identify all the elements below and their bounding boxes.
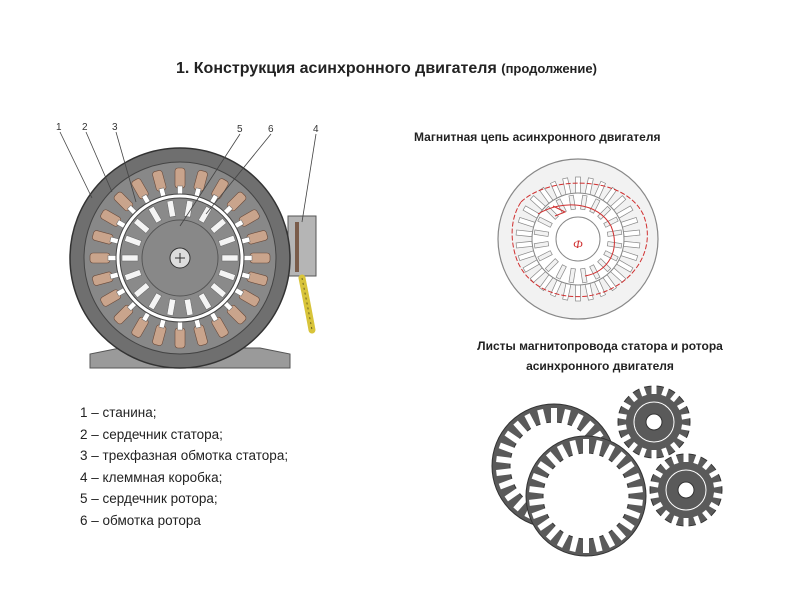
stator-slot [193, 170, 208, 199]
rotor-slot [184, 298, 194, 316]
callout-lines [59, 131, 317, 227]
magnetic-rotor-inner [555, 216, 601, 262]
callout-1: 1 [56, 122, 62, 133]
stator-slot [174, 167, 186, 196]
callout-5: 5 [237, 124, 243, 135]
laminations-heading: Листы магнитопровода статора и ротора ас… [420, 336, 780, 376]
rotor-slot [198, 205, 212, 224]
stator-slot [242, 252, 271, 264]
stator-slot [239, 230, 268, 245]
magnetic-rotor-slot [580, 267, 588, 284]
stator-slot [232, 286, 260, 307]
motor-cross-section: 1 2 3 5 6 4 [56, 122, 319, 369]
title-main: 1. Конструкция асинхронного двигателя [176, 60, 497, 77]
rotor-slot [198, 292, 212, 311]
magnetic-rotor-slot [597, 258, 612, 273]
magnetic-rotor-slot [568, 194, 576, 211]
rotor-slot [166, 298, 176, 316]
magnetic-circuit-heading: Магнитная цепь асинхронного двигателя [414, 130, 661, 144]
rotor-slot [124, 269, 142, 281]
legend: 1 – станина; 2 – сердечник статора; 3 – … [80, 402, 288, 531]
flux-line-outer [511, 182, 648, 298]
magnetic-rotor-slot [568, 267, 576, 284]
rotor-slot [221, 254, 239, 262]
magnetic-stator-slot [575, 284, 581, 302]
magnetic-rotor-slot [589, 264, 601, 280]
stator-slot [193, 317, 208, 346]
rotor-slot [133, 218, 151, 234]
legend-item-rotor-winding: 6 – обмотка ротора [80, 512, 201, 528]
stator-winding [89, 167, 271, 349]
stator-slot [92, 230, 121, 245]
rotor-slot [209, 282, 227, 298]
legend-item-stator-winding: 3 – трехфазная обмотка статора; [80, 448, 289, 463]
callout-3: 3 [112, 122, 118, 133]
stator-slot [92, 271, 121, 286]
stator-lamination-front [525, 435, 647, 557]
terminal-box [287, 215, 317, 277]
terminal-box-contacts [295, 222, 299, 272]
stator-slot [239, 271, 268, 286]
laminations-heading-line2: асинхронного двигателя [526, 359, 674, 373]
magnetic-rotor-slot [533, 229, 550, 237]
rotor-slot [133, 282, 151, 298]
legend-item-terminal-box: 4 – клеммная коробка; [80, 469, 223, 485]
legend-item-frame: 1 – станина; [80, 405, 157, 420]
legend-item-stator-core: 2 – сердечник статора; [80, 426, 223, 442]
magnetic-rotor-slot [537, 216, 553, 228]
terminal-cable [298, 274, 316, 334]
flux-symbol: Ф [573, 237, 583, 251]
magnetic-stator-slot [575, 176, 581, 194]
magnetic-rotor-slot [544, 258, 559, 273]
magnetic-rotor-slot [597, 205, 612, 220]
rotor-slot [218, 235, 236, 247]
legend-item-rotor-core: 5 – сердечник ротора; [80, 491, 218, 506]
rotor-slot [148, 292, 162, 311]
rotor-slot [209, 218, 227, 234]
rotor-slot [166, 200, 176, 218]
laminations-heading-line1: Листы магнитопровода статора и ротора [477, 339, 723, 353]
rotor-slot [184, 200, 194, 218]
laminations-diagram [491, 385, 723, 557]
magnetic-rotor-slot [606, 229, 623, 237]
magnetic-rotor-slot [537, 250, 553, 262]
callout-6: 6 [268, 124, 274, 135]
rotor-lamination-bottom [649, 453, 723, 527]
magnetic-circuit-diagram: Ф [497, 158, 659, 320]
rotor-lamination-top [617, 385, 691, 459]
rotor-winding [121, 200, 239, 316]
title-suffix: (продолжение) [501, 61, 597, 76]
flux-line-inner [537, 204, 615, 277]
rotor-slot [218, 269, 236, 281]
callout-2: 2 [82, 122, 88, 133]
stator-slot [152, 317, 167, 346]
rotor-slot [124, 235, 142, 247]
magnetic-rotor-slot [533, 241, 550, 249]
flux-arrow-icon [552, 205, 567, 217]
magnetic-rotor-slots [533, 194, 623, 284]
page-title: 1. Конструкция асинхронного двигателя (п… [176, 60, 597, 78]
callout-4: 4 [313, 124, 319, 135]
stator-slot [152, 170, 167, 199]
rotor-slot [121, 254, 139, 262]
magnetic-rotor-slot [589, 198, 601, 214]
rotor-slot [148, 205, 162, 224]
magnetic-rotor-slot [555, 264, 567, 280]
magnetic-rotor-slot [603, 216, 619, 228]
